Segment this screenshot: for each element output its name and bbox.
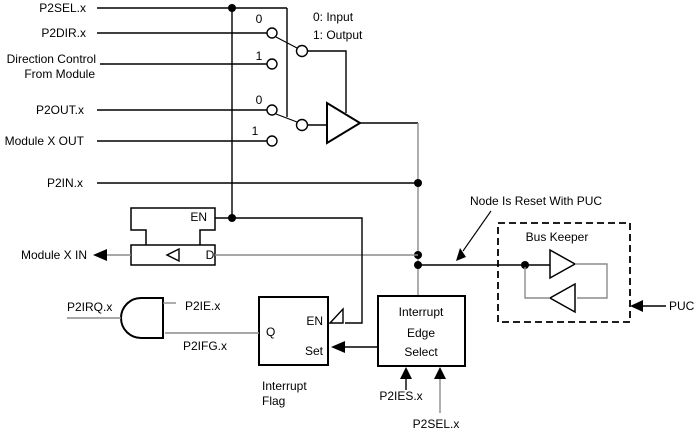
- node-reset-annotation: Node Is Reset With PUC: [470, 194, 602, 208]
- latch-enable-box: [130, 207, 216, 245]
- label-p2irq: P2IRQ.x: [67, 300, 112, 314]
- set-arrowhead: [331, 341, 345, 353]
- flag-en-label: EN: [306, 314, 323, 328]
- label-module-x-in: Module X IN: [21, 248, 87, 262]
- label-direction-control-line1: Direction Control: [7, 52, 96, 66]
- edge-select-box: [377, 295, 466, 367]
- flag-q-label: Q: [266, 325, 275, 339]
- bus-keeper-box: [497, 222, 631, 323]
- label-puc: PUC: [669, 299, 695, 313]
- label-direction-control-line2: From Module: [24, 67, 95, 81]
- switch2-common-circle: [295, 118, 309, 132]
- p2sel-bottom-arrowhead: [434, 367, 446, 379]
- switch1-wiper: [275, 36, 298, 49]
- p2ies-arrowhead: [400, 367, 412, 379]
- label-p2out: P2OUT.x: [36, 103, 84, 117]
- node-reset-pointer-line: [462, 210, 492, 252]
- label-p2sel-bottom: P2SEL.x: [413, 417, 460, 430]
- label-p2in: P2IN.x: [47, 176, 83, 190]
- latch-d-label: D: [206, 248, 215, 262]
- edge-select-line2: Edge: [407, 326, 435, 340]
- switch1-contact1-circle: [266, 58, 278, 70]
- junction-dot: [228, 214, 236, 222]
- switch2-contact0-circle: [266, 104, 278, 116]
- node-reset-arrowhead: [456, 248, 466, 261]
- switch2-wiper: [275, 113, 298, 123]
- wire-keeper-feedback-right: [575, 263, 608, 299]
- edge-select-line3: Select: [404, 345, 438, 359]
- switch2-pos1-label: 1: [252, 124, 259, 138]
- switch2-contact1-circle: [266, 135, 278, 147]
- label-module-x-out: Module X OUT: [5, 134, 85, 148]
- keeper-feedback-buffer-icon: [548, 282, 576, 314]
- wire-buffer-enable: [308, 50, 347, 113]
- switch1-pos0-label: 0: [256, 12, 263, 26]
- junction-dot: [521, 261, 529, 269]
- switch1-pos1-label: 1: [256, 49, 263, 63]
- latch-direction-icon: [165, 247, 180, 263]
- module-x-in-arrowhead: [93, 249, 107, 261]
- puc-arrowhead: [630, 300, 643, 312]
- wire-en-to-flag: [232, 217, 363, 324]
- keeper-forward-buffer-icon: [549, 248, 577, 280]
- label-p2ies: P2IES.x: [379, 389, 422, 403]
- flag-caption-line2: Flag: [262, 394, 285, 408]
- junction-dot: [228, 4, 236, 12]
- bus-keeper-title: Bus Keeper: [526, 230, 589, 244]
- label-p2sel: P2SEL.x: [39, 1, 86, 15]
- flag-en-edge-icon: [328, 307, 344, 324]
- junction-dot: [414, 179, 422, 187]
- and-gate-icon: [120, 297, 164, 339]
- switch2-pos0-label: 0: [256, 93, 263, 107]
- latch-en-label: EN: [190, 210, 207, 224]
- label-p2dir: P2DIR.x: [41, 26, 86, 40]
- edge-select-line1: Interrupt: [399, 305, 444, 319]
- switch1-common-circle: [295, 44, 309, 58]
- label-p2ifg: P2IFG.x: [183, 339, 227, 353]
- label-p2ie: P2IE.x: [185, 299, 220, 313]
- wire-keeper-feedback-left: [524, 267, 550, 299]
- legend-output: 1: Output: [313, 28, 363, 42]
- flag-set-label: Set: [305, 344, 324, 358]
- interrupt-flag-box: [258, 296, 329, 366]
- legend-input: 0: Input: [313, 10, 354, 24]
- flag-caption-line1: Interrupt: [262, 379, 307, 393]
- switch1-contact0-circle: [266, 27, 278, 39]
- output-buffer-icon: [326, 101, 362, 145]
